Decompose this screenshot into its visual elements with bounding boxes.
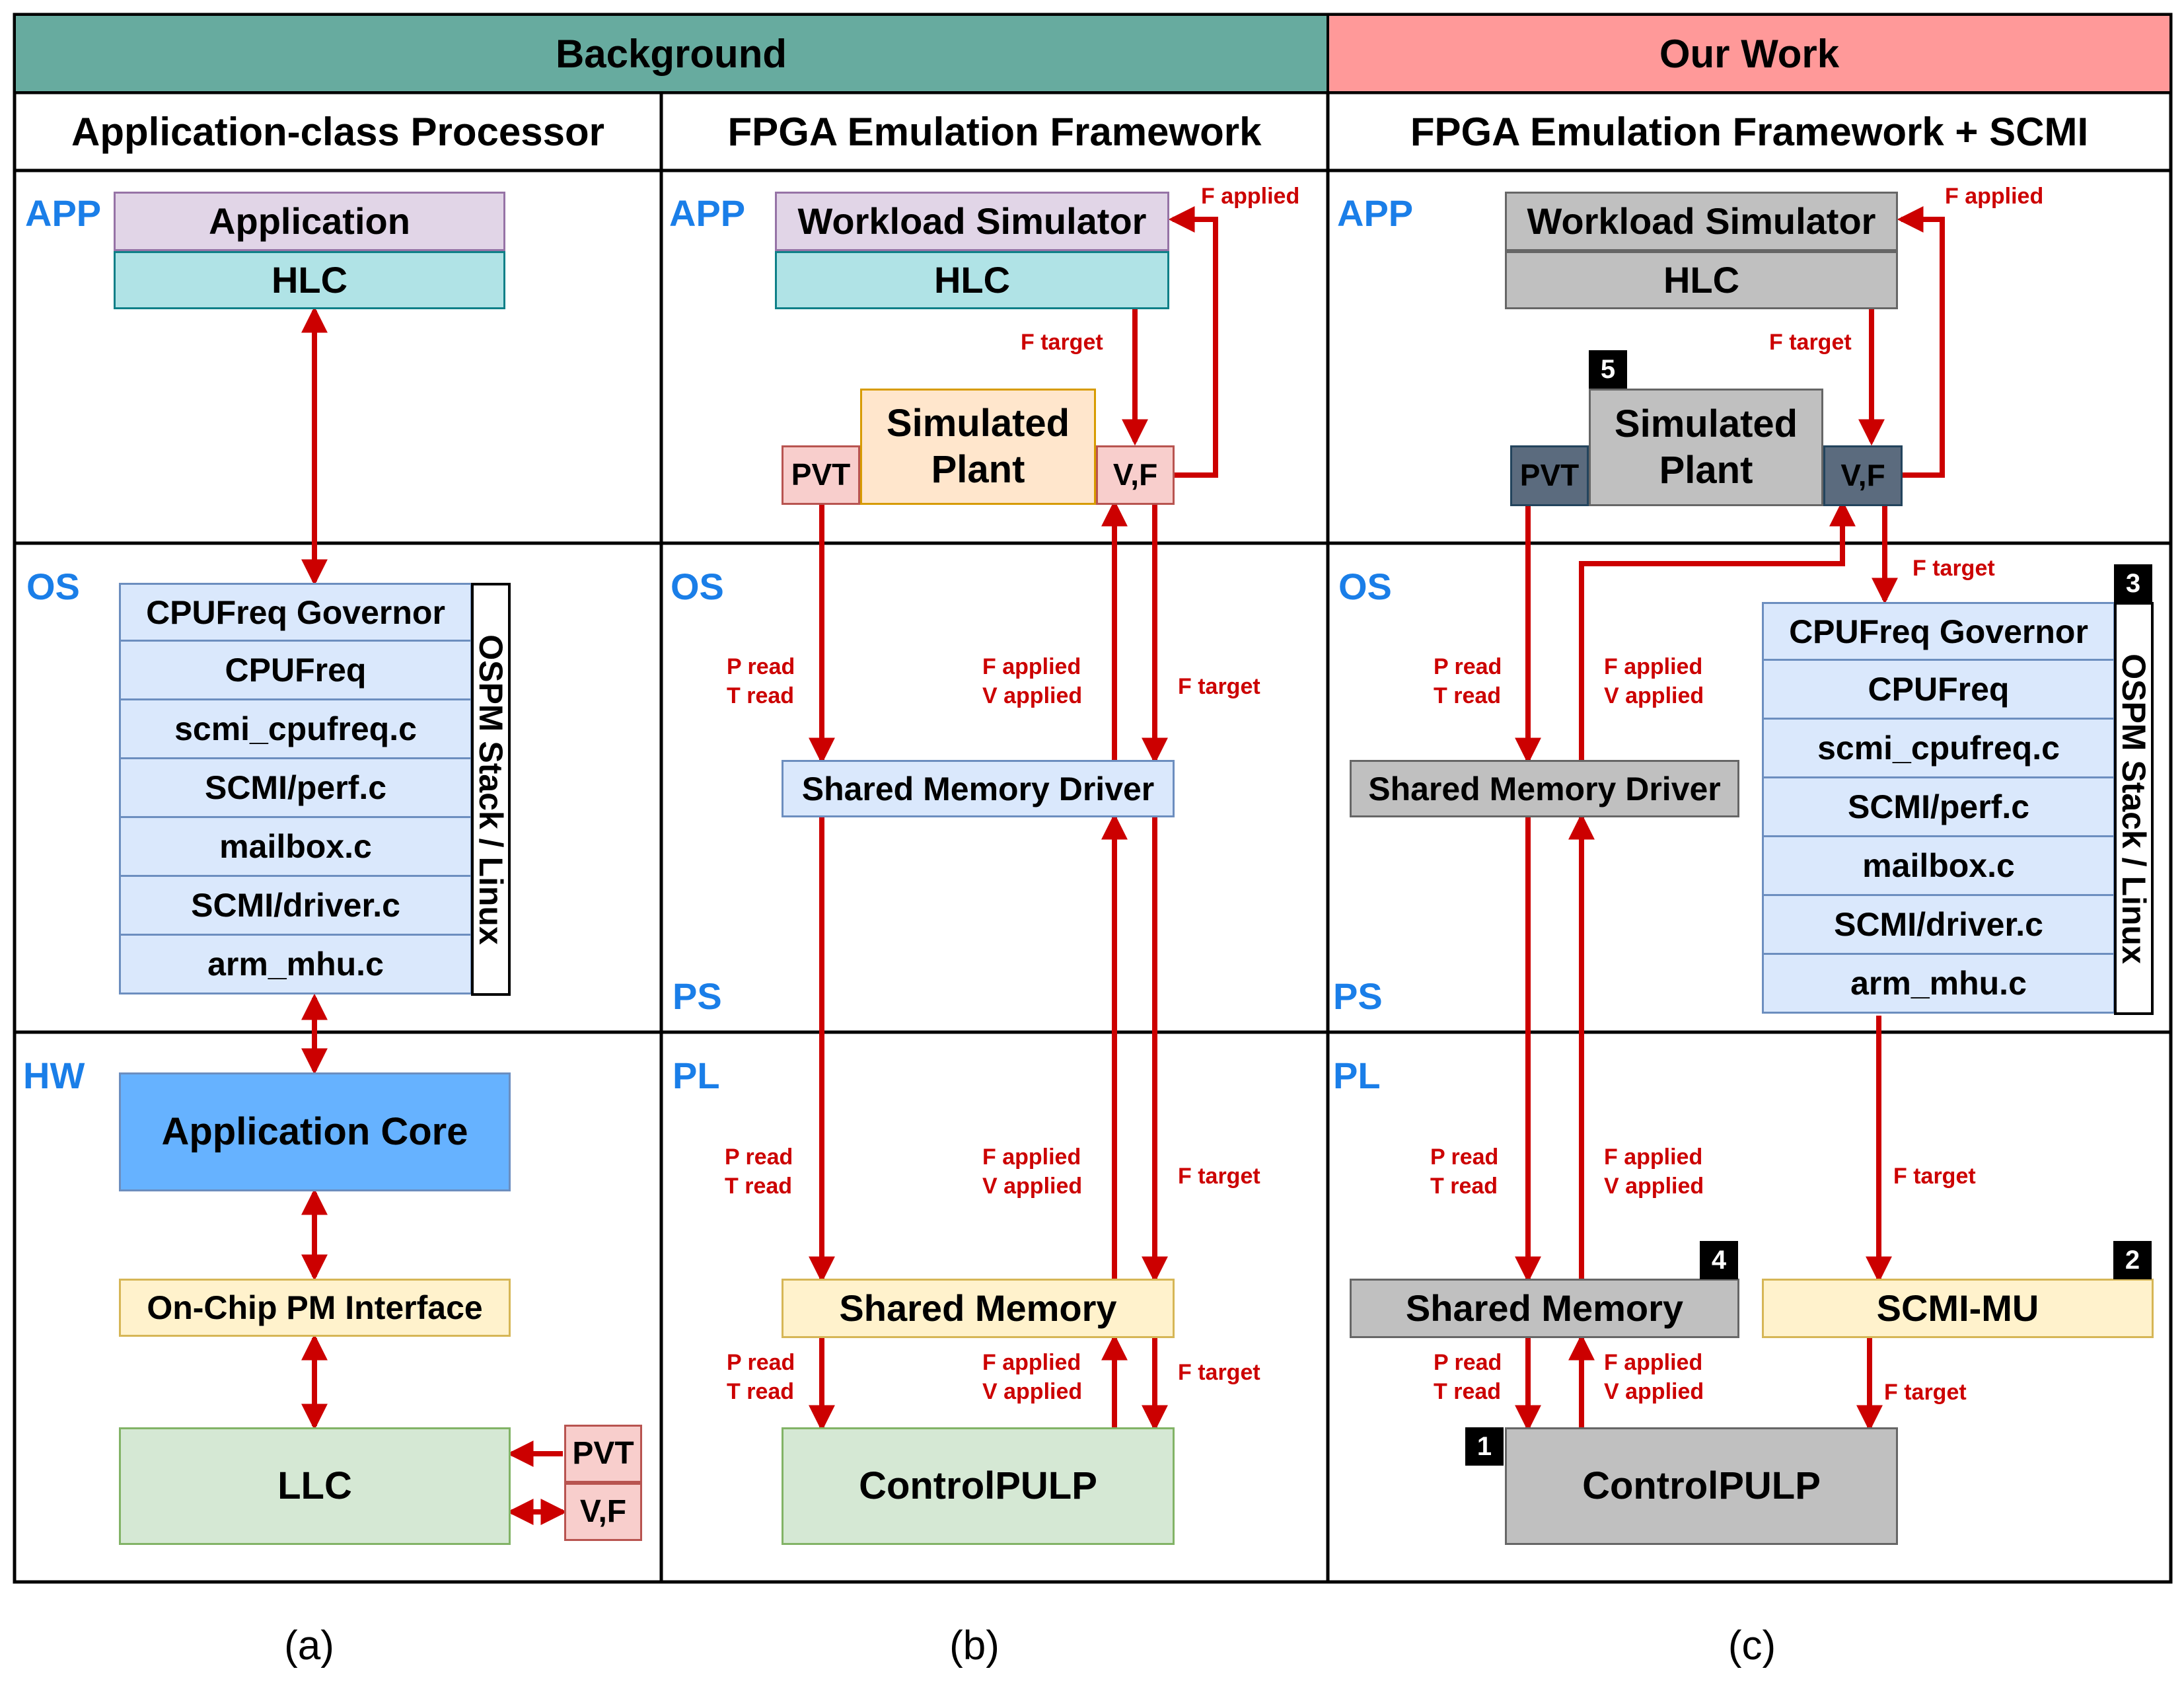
arrow-c-f-applied (1897, 206, 1945, 478)
layer-os-a: OS (26, 566, 80, 607)
stack-item: SCMI/perf.c (1762, 778, 2115, 837)
layer-hw-a: HW (23, 1055, 85, 1096)
badge-3: 3 (2114, 564, 2152, 603)
arrow-b-f-applied (1168, 206, 1218, 478)
stack-item: arm_mhu.c (119, 936, 472, 994)
application-box: Application (114, 192, 505, 251)
badge-2: 2 (2113, 1241, 2152, 1279)
hlc-box: HLC (1505, 251, 1898, 309)
pvt-box-b: PVT (782, 445, 860, 505)
label-f-target: F target (1178, 674, 1260, 699)
layer-os-b: OS (671, 566, 724, 607)
label-p-read: P read T read (727, 1350, 795, 1404)
label-fv-applied: F applied V applied (982, 654, 1083, 708)
pvt-box-c: PVT (1510, 445, 1589, 506)
label-p-read: P read T read (727, 654, 795, 708)
stack-item: CPUFreq (119, 642, 472, 700)
label-f-target: F target (1769, 330, 1852, 355)
stack-item: arm_mhu.c (1762, 955, 2115, 1014)
stack-item: CPUFreq (1762, 661, 2115, 720)
ospm-stack-a: CPUFreq Governor CPUFreq scmi_cpufreq.c … (119, 583, 472, 994)
arrow-c-driver-vf (1579, 500, 1856, 760)
pm-interface-box: On-Chip PM Interface (119, 1279, 511, 1337)
stack-item: scmi_cpufreq.c (119, 700, 472, 759)
layer-app-a: APP (25, 192, 102, 234)
layer-os-c: OS (1338, 566, 1392, 607)
stack-item: SCMI/driver.c (1762, 896, 2115, 955)
label-f-applied: F applied (1201, 184, 1300, 209)
shared-memory-box: Shared Memory (782, 1279, 1175, 1338)
simulated-plant-box: Simulated Plant (860, 389, 1096, 505)
simulated-plant-box: Simulated Plant (1589, 389, 1823, 506)
layer-pl-b: PL (673, 1055, 720, 1096)
shared-memory-box: Shared Memory (1350, 1279, 1739, 1338)
caption-c: (c) (1728, 1623, 1776, 1668)
label-fv-applied: F applied V applied (982, 1144, 1083, 1199)
layer-app-c: APP (1337, 192, 1414, 234)
stack-item: CPUFreq Governor (1762, 602, 2115, 661)
label-fv-applied: F applied V applied (1604, 1144, 1704, 1199)
workload-simulator-box: Workload Simulator (1505, 192, 1898, 251)
our-work-header: Our Work (1329, 16, 2169, 91)
label-fv-applied: F applied V applied (1604, 1350, 1704, 1404)
ospm-label-c: OSPM Stack / Linux (2114, 602, 2154, 1015)
controlpulp-box: ControlPULP (782, 1427, 1175, 1545)
label-p-read: P read T read (1434, 1350, 1502, 1404)
vf-box-b: V,F (1096, 445, 1175, 505)
shared-memory-driver-box: Shared Memory Driver (782, 760, 1175, 817)
shared-memory-driver-box: Shared Memory Driver (1350, 760, 1739, 817)
layer-app-b: APP (669, 192, 746, 234)
label-p-read: P read T read (725, 1144, 793, 1199)
label-f-target: F target (1021, 330, 1103, 355)
stack-item: SCMI/driver.c (119, 877, 472, 936)
caption-b: (b) (949, 1623, 1000, 1668)
label-f-target: F target (1178, 1164, 1260, 1189)
stack-item: scmi_cpufreq.c (1762, 720, 2115, 778)
label-fv-applied: F applied V applied (982, 1350, 1083, 1404)
column-title-a: Application-class Processor (71, 109, 604, 154)
stack-item: SCMI/perf.c (119, 759, 472, 818)
label-p-read: P read T read (1434, 654, 1502, 708)
badge-4: 4 (1700, 1241, 1738, 1279)
layer-pl-c: PL (1333, 1055, 1381, 1096)
stack-item: mailbox.c (1762, 837, 2115, 896)
background-header: Background (16, 16, 1327, 91)
label-f-target: F target (1893, 1164, 1976, 1189)
pvt-sensor-a: PVT (564, 1425, 642, 1483)
label-p-read: P read T read (1430, 1144, 1499, 1199)
label-f-target: F target (1912, 556, 1995, 581)
badge-1: 1 (1465, 1427, 1504, 1466)
stack-item: mailbox.c (119, 818, 472, 877)
layer-ps-b: PS (673, 975, 722, 1017)
application-core-box: Application Core (119, 1072, 511, 1191)
vf-actuator-a: V,F (564, 1483, 642, 1541)
controlpulp-box: ControlPULP (1505, 1427, 1898, 1545)
llc-box: LLC (119, 1427, 511, 1545)
label-fv-applied: F applied V applied (1604, 654, 1704, 708)
hlc-box: HLC (775, 251, 1169, 309)
ospm-label-a: OSPM Stack / Linux (471, 583, 511, 996)
caption-a: (a) (284, 1623, 334, 1668)
table-grid (13, 13, 2173, 1584)
ospm-stack-c: CPUFreq Governor CPUFreq scmi_cpufreq.c … (1762, 602, 2115, 1014)
stack-item: CPUFreq Governor (119, 583, 472, 642)
hlc-box: HLC (114, 251, 505, 309)
label-f-applied: F applied (1945, 184, 2044, 209)
column-title-c: FPGA Emulation Framework + SCMI (1410, 109, 2089, 154)
arrows (301, 206, 1945, 1525)
column-title-b: FPGA Emulation Framework (727, 109, 1262, 154)
badge-5: 5 (1589, 350, 1627, 389)
label-f-target: F target (1178, 1360, 1260, 1385)
scmi-mu-box: SCMI-MU (1762, 1279, 2154, 1338)
workload-simulator-box: Workload Simulator (775, 192, 1169, 251)
layer-ps-c: PS (1333, 975, 1383, 1017)
label-f-target: F target (1884, 1380, 1967, 1405)
vf-box-c: V,F (1823, 445, 1903, 506)
